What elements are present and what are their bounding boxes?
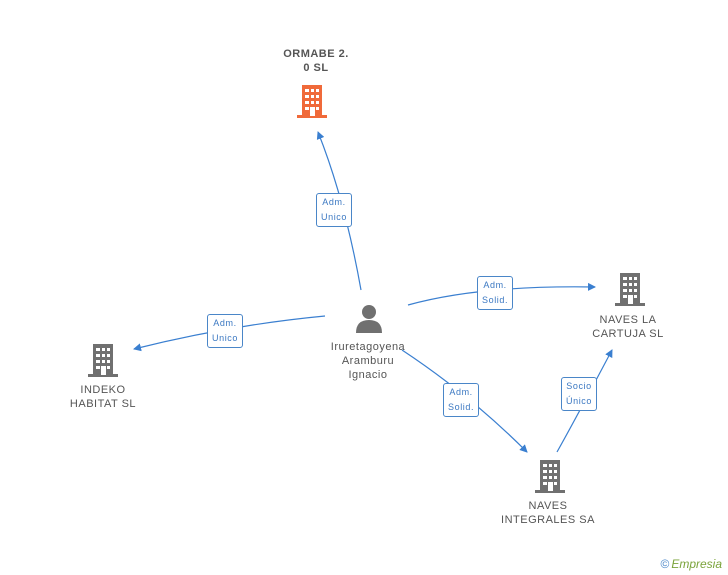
edge-label-line1: Adm. xyxy=(449,387,473,397)
node-integrales-label[interactable]: NAVES INTEGRALES SA xyxy=(488,499,608,527)
edge-label-line1: Socio xyxy=(566,381,592,391)
person-icon[interactable] xyxy=(354,303,384,333)
edge-label-to-integrales[interactable]: Adm. Solid. xyxy=(443,383,480,417)
edge-label-to-ormabe[interactable]: Adm. Unico xyxy=(316,193,353,227)
brand-logo: ©Empresia xyxy=(660,557,722,571)
edge-label-line2: Unico xyxy=(212,333,239,343)
node-person-label-line1: Iruretagoyena xyxy=(330,341,406,353)
edge-label-to-indeko[interactable]: Adm. Unico xyxy=(207,314,244,348)
node-indeko-label-line2: HABITAT SL xyxy=(69,398,137,410)
node-ormabe-label-line2: 0 SL xyxy=(303,62,329,74)
edge-label-to-cartuja[interactable]: Adm. Solid. xyxy=(477,276,514,310)
building-icon[interactable] xyxy=(614,271,646,307)
node-ormabe-label-line1: ORMABE 2. xyxy=(283,48,349,60)
building-icon[interactable] xyxy=(534,458,566,494)
node-person-label-line2: Aramburu xyxy=(341,355,395,367)
brand-name: Empresia xyxy=(671,557,722,571)
node-cartuja-label-line2: CARTUJA SL xyxy=(592,328,664,340)
node-integrales-label-line1: NAVES xyxy=(528,500,568,512)
edge-label-line2: Solid. xyxy=(448,402,475,412)
node-cartuja-label[interactable]: NAVES LA CARTUJA SL xyxy=(568,313,688,341)
node-indeko-label[interactable]: INDEKO HABITAT SL xyxy=(43,383,163,411)
node-ormabe-label[interactable]: ORMABE 2. 0 SL xyxy=(256,47,376,75)
node-integrales-label-line2: INTEGRALES SA xyxy=(501,514,595,526)
edge-label-line1: Adm. xyxy=(322,197,346,207)
building-icon[interactable] xyxy=(296,83,328,119)
edge-label-line2: Solid. xyxy=(482,295,509,305)
edge-label-integrales-to-cartuja[interactable]: Socio Único xyxy=(561,377,598,411)
edge-label-line1: Adm. xyxy=(213,318,237,328)
edge-label-line1: Adm. xyxy=(483,280,507,290)
copyright-icon: © xyxy=(660,557,670,571)
building-icon[interactable] xyxy=(87,342,119,378)
edge-label-line2: Unico xyxy=(321,212,348,222)
node-indeko-label-line1: INDEKO xyxy=(80,384,126,396)
node-cartuja-label-line1: NAVES LA xyxy=(599,314,657,326)
node-person-label[interactable]: Iruretagoyena Aramburu Ignacio xyxy=(308,340,428,382)
edge-label-line2: Único xyxy=(566,396,593,406)
node-person-label-line3: Ignacio xyxy=(348,369,388,381)
